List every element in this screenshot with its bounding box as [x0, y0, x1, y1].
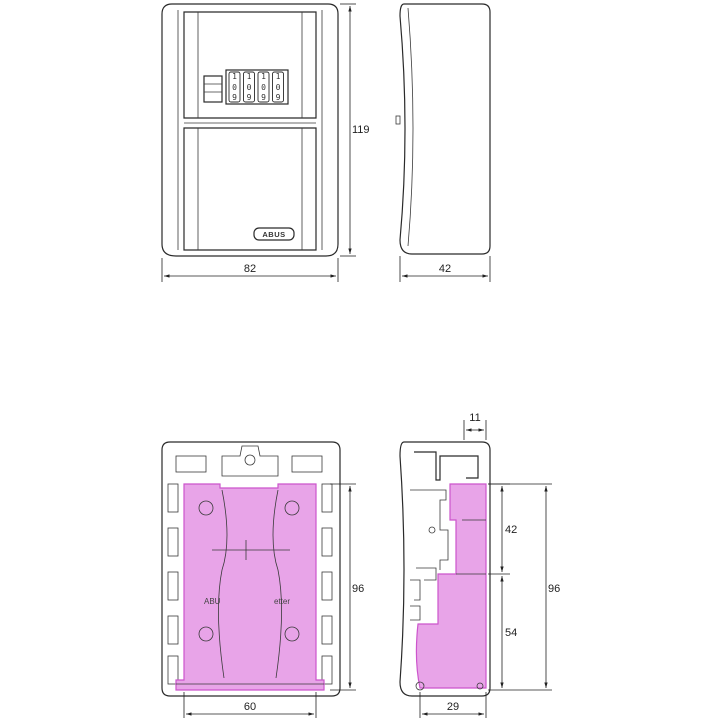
- dial-bottom-digit: 9: [232, 93, 237, 102]
- dial-wheel: [257, 71, 270, 103]
- section-view: 11 42 54 96 29: [399, 412, 560, 718]
- back-side-slot-group: [167, 483, 333, 685]
- back-side-slot: [167, 483, 179, 513]
- front-lid-top: [183, 11, 317, 119]
- back-view: ABU etter 96 60: [161, 441, 364, 718]
- dial-mid-digit: 0: [232, 83, 237, 92]
- back-hang-hook: [221, 445, 279, 477]
- front-dial-frame: [225, 69, 289, 105]
- side-view: 42: [395, 3, 491, 282]
- dial-mid-digit: 0: [261, 83, 266, 92]
- back-slot-right: [291, 455, 323, 473]
- front-release-button: [203, 75, 223, 103]
- back-insert: [175, 483, 325, 691]
- section-upper-label: 42: [505, 524, 517, 536]
- dial-mid-digit: 0: [247, 83, 252, 92]
- section-top-label: 11: [469, 412, 480, 424]
- back-side-slot: [321, 571, 333, 601]
- dial-wheel: [272, 71, 284, 103]
- back-side-slot: [167, 571, 179, 601]
- side-inner-curve: [407, 7, 414, 247]
- back-screw-hole: [284, 626, 300, 642]
- dial-bottom-digit: 9: [276, 93, 281, 102]
- dial-top-digit: 1: [232, 72, 237, 81]
- back-screw-hole: [284, 500, 300, 516]
- dial-bottom-digit: 9: [247, 93, 252, 102]
- front-brand-badge: [253, 227, 295, 241]
- side-outer-body: [399, 3, 491, 255]
- dial-wheel: [243, 71, 255, 103]
- back-slot-left: [175, 455, 207, 473]
- back-insert-text-right: etter: [274, 597, 290, 606]
- side-depth-label: 42: [439, 263, 451, 275]
- front-brand-plate: ABUS: [253, 227, 295, 241]
- side-button-nub: [395, 115, 401, 125]
- front-brand-text: ABUS: [262, 230, 285, 239]
- back-mount-slots: [175, 445, 323, 477]
- back-hang-hole: [244, 454, 256, 466]
- dial-bottom-digit: 9: [261, 93, 266, 102]
- back-side-slot: [167, 615, 179, 645]
- back-side-slot: [321, 483, 333, 513]
- back-side-slot: [321, 655, 333, 685]
- section-total-label: 96: [548, 583, 560, 595]
- section-insert: [415, 483, 487, 689]
- back-height-label: 96: [352, 583, 364, 595]
- dial-wheel: [228, 71, 241, 103]
- dial-top-digit: 1: [247, 72, 252, 81]
- front-height-label: 119: [352, 124, 370, 136]
- back-insert-channel: [218, 489, 282, 679]
- dial-top-digit: 1: [261, 72, 266, 81]
- dial-top-digit: 1: [276, 72, 281, 81]
- section-lid-top: [414, 451, 479, 481]
- front-lid-bottom: [183, 127, 317, 251]
- front-width-label: 82: [244, 263, 256, 275]
- back-screw-hole: [198, 626, 214, 642]
- section-pin: [428, 526, 436, 534]
- section-screw: [476, 682, 484, 690]
- dial-mid-digit: 0: [276, 83, 281, 92]
- back-width-label: 60: [244, 701, 256, 713]
- back-side-slot: [167, 527, 179, 557]
- front-lid-inner: [197, 12, 303, 118]
- back-screw-hole: [198, 500, 214, 516]
- front-outer-body: [161, 3, 339, 257]
- section-screw: [415, 681, 425, 691]
- section-mechanism: [410, 489, 449, 621]
- section-outer-body: [399, 441, 491, 697]
- section-lower-label: 54: [505, 627, 517, 639]
- back-side-slot: [321, 527, 333, 557]
- back-side-slot: [321, 615, 333, 645]
- back-insert-text-left: ABU: [204, 597, 221, 606]
- back-side-slot: [167, 655, 179, 685]
- section-depth-label: 29: [447, 701, 459, 713]
- front-lid-bottom-inner: [197, 128, 303, 250]
- back-outer-body: [161, 441, 341, 697]
